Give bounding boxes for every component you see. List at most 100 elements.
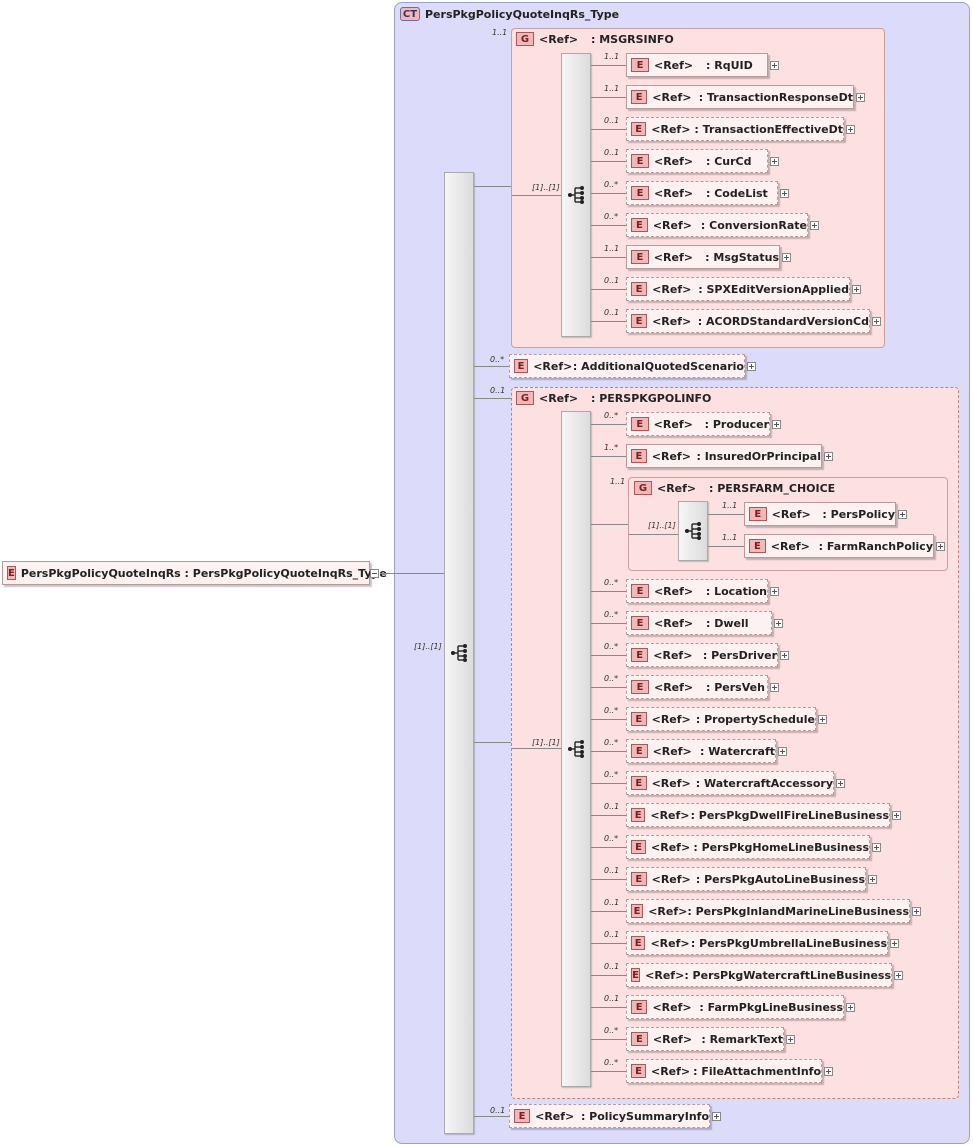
element-transactioneffectivedt[interactable]: E<Ref>: TransactionEffectiveDt [626, 117, 844, 141]
expand-toggle[interactable] [936, 542, 945, 551]
connector [591, 879, 626, 880]
expand-toggle[interactable] [898, 510, 907, 519]
root-element-label: PersPkgPolicyQuoteInqRs : PersPkgPolicyQ… [20, 566, 387, 580]
perspkgpolinfo-sequence-bar[interactable] [561, 411, 591, 1087]
element-perspkginlandmarinelinebusiness[interactable]: E<Ref>: PersPkgInlandMarineLineBusiness [626, 899, 910, 923]
ref-label: <Ref> [654, 680, 694, 694]
perspkgpolinfo-title[interactable]: G <Ref> : PERSPKGPOLINFO [516, 391, 711, 405]
expand-toggle[interactable] [772, 420, 781, 429]
msgrsinfo-sequence-bar[interactable] [561, 53, 591, 337]
element-name: : MsgStatus [705, 250, 779, 264]
expand-toggle[interactable] [778, 747, 787, 756]
expand-toggle[interactable] [868, 875, 877, 884]
expand-toggle[interactable] [846, 125, 855, 134]
element-perspolicy[interactable]: E<Ref>: PersPolicy [744, 502, 896, 526]
main-sequence-bar[interactable] [444, 172, 474, 1134]
expand-toggle[interactable] [712, 1112, 721, 1121]
ref-label: <Ref> [651, 872, 691, 886]
expand-toggle[interactable] [780, 651, 789, 660]
element-dwell[interactable]: E<Ref>: Dwell [626, 611, 772, 635]
element-policysummaryinfo[interactable]: E <Ref> : PolicySummaryInfo [509, 1104, 710, 1128]
element-perspkghomelinebusiness[interactable]: E<Ref>: PersPkgHomeLineBusiness [626, 835, 870, 859]
msgrsinfo-title[interactable]: G <Ref> : MSGRSINFO [516, 32, 674, 46]
ref-label: <Ref> [654, 58, 694, 72]
element-perspkgumbrellalinebusiness[interactable]: E<Ref>: PersPkgUmbrellaLineBusiness [626, 931, 888, 955]
expand-toggle[interactable] [770, 61, 779, 70]
element-persveh[interactable]: E<Ref>: PersVeh [626, 675, 768, 699]
sequence-icon [568, 740, 584, 758]
element-cardinality: 0..* [604, 1058, 619, 1067]
ref-label: <Ref> [654, 154, 694, 168]
ref-label: <Ref> [653, 417, 693, 431]
expand-toggle[interactable] [836, 779, 845, 788]
collapse-toggle[interactable] [370, 569, 379, 578]
root-element[interactable]: E PersPkgPolicyQuoteInqRs : PersPkgPolic… [2, 561, 387, 585]
element-badge: E [631, 449, 647, 463]
element-fileattachmentinfo[interactable]: E<Ref>: FileAttachmentInfo [626, 1059, 822, 1083]
element-watercraft[interactable]: E<Ref>: Watercraft [626, 739, 776, 763]
element-perspkgwatercraftlinebusiness[interactable]: E<Ref>: PersPkgWatercraftLineBusiness [626, 963, 892, 987]
expand-toggle[interactable] [894, 971, 903, 980]
expand-toggle[interactable] [824, 452, 833, 461]
element-name: : PersPkgDwellFireLineBusiness [690, 808, 889, 822]
element-spxeditversionapplied[interactable]: E<Ref>: SPXEditVersionApplied [626, 277, 850, 301]
element-location[interactable]: E<Ref>: Location [626, 579, 768, 603]
choice-sequence-bar[interactable] [678, 501, 708, 561]
element-name: : PersPkgInlandMarineLineBusiness [687, 904, 909, 918]
expand-toggle[interactable] [770, 157, 779, 166]
element-rquid[interactable]: E<Ref>: RqUID [626, 53, 768, 77]
element-persdriver[interactable]: E<Ref>: PersDriver [626, 643, 778, 667]
element-codelist[interactable]: E<Ref>: CodeList [626, 181, 778, 205]
element-cardinality: 0..* [604, 674, 619, 683]
element-perspkgdwellfirelinebusiness[interactable]: E<Ref>: PersPkgDwellFireLineBusiness [626, 803, 890, 827]
expand-toggle[interactable] [774, 619, 783, 628]
expand-toggle[interactable] [770, 587, 779, 596]
element-producer[interactable]: E<Ref>: Producer [626, 412, 770, 436]
expand-toggle[interactable] [890, 939, 899, 948]
element-perspkgautolinebusiness[interactable]: E<Ref>: PersPkgAutoLineBusiness [626, 867, 866, 891]
element-farmpkglinebusiness[interactable]: E<Ref>: FarmPkgLineBusiness [626, 995, 844, 1019]
element-name: : Location [705, 584, 767, 598]
element-propertyschedule[interactable]: E<Ref>: PropertySchedule [626, 707, 816, 731]
expand-toggle[interactable] [782, 253, 791, 262]
element-cardinality: 0..* [604, 706, 619, 715]
element-farmranchpolicy[interactable]: E<Ref>: FarmRanchPolicy [744, 534, 934, 558]
expand-toggle[interactable] [846, 1003, 855, 1012]
expand-toggle[interactable] [872, 317, 881, 326]
expand-toggle[interactable] [770, 683, 779, 692]
connector [591, 911, 626, 912]
element-acordstandardversioncd[interactable]: E<Ref>: ACORDStandardVersionCd [626, 309, 870, 333]
element-badge: E [631, 776, 647, 790]
element-insuredorprincipal[interactable]: E<Ref>: InsuredOrPrincipal [626, 444, 822, 468]
expand-toggle[interactable] [892, 811, 901, 820]
element-badge: E [7, 566, 16, 580]
expand-toggle[interactable] [912, 907, 921, 916]
element-badge: E [631, 584, 649, 598]
element-transactionresponsedt[interactable]: E<Ref>: TransactionResponseDt [626, 85, 854, 109]
connector [591, 65, 626, 66]
complex-type-badge: CT [400, 7, 420, 21]
connector [591, 719, 626, 720]
expand-toggle[interactable] [852, 285, 861, 294]
element-remarktext[interactable]: E<Ref>: RemarkText [626, 1027, 784, 1051]
expand-toggle[interactable] [786, 1035, 795, 1044]
connector [512, 195, 561, 196]
element-cardinality: 0..* [604, 834, 619, 843]
expand-toggle[interactable] [818, 715, 827, 724]
expand-toggle[interactable] [872, 843, 881, 852]
element-conversionrate[interactable]: E<Ref>: ConversionRate [626, 213, 808, 237]
persfarm-choice-title[interactable]: G <Ref> : PERSFARM_CHOICE [634, 481, 835, 495]
element-badge: E [631, 744, 648, 758]
element-curcd[interactable]: E<Ref>: CurCd [626, 149, 768, 173]
expand-toggle[interactable] [810, 221, 819, 230]
expand-toggle[interactable] [856, 93, 865, 102]
complex-type-title[interactable]: CT PersPkgPolicyQuoteInqRs_Type [400, 7, 619, 21]
expand-toggle[interactable] [747, 362, 756, 371]
element-cardinality: 1..1 [604, 244, 620, 253]
expand-toggle[interactable] [780, 189, 789, 198]
element-msgstatus[interactable]: E<Ref>: MsgStatus [626, 245, 780, 269]
ref-label: <Ref> [652, 90, 692, 104]
expand-toggle[interactable] [824, 1067, 833, 1076]
element-additionalquotedscenario[interactable]: E <Ref> : AdditionalQuotedScenario [509, 354, 745, 378]
element-watercraftaccessory[interactable]: E<Ref>: WatercraftAccessory [626, 771, 834, 795]
